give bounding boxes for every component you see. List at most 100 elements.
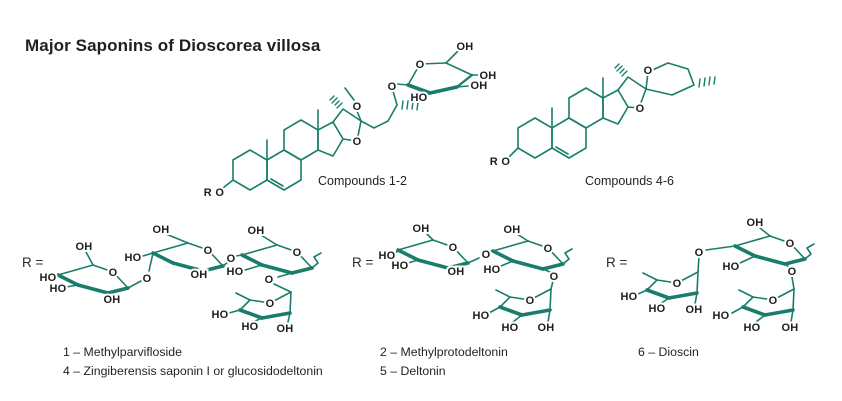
- bond: [187, 242, 209, 251]
- atom-label: O: [786, 238, 795, 250]
- bond: [659, 297, 670, 305]
- bond: [222, 179, 234, 189]
- atom-label: HO: [501, 322, 518, 334]
- atom-label: HO: [378, 250, 395, 262]
- bond: [112, 271, 129, 289]
- atom-label: OH: [746, 217, 763, 229]
- atom-label: O: [109, 267, 118, 279]
- bond: [445, 49, 460, 64]
- bond: [396, 248, 420, 262]
- bond: [270, 178, 284, 187]
- bond: [542, 268, 551, 273]
- bond: [222, 261, 229, 267]
- bond: [467, 257, 480, 264]
- bond: [56, 273, 80, 287]
- atom-label: HO: [391, 260, 408, 272]
- compound-name-6: 6 – Dioscin: [638, 345, 699, 359]
- atom-label: O: [227, 253, 236, 265]
- bond: [232, 149, 268, 191]
- bond: [697, 256, 700, 273]
- bond: [85, 251, 94, 266]
- bond: [731, 306, 744, 314]
- hash-wedge-mark: [334, 100, 340, 106]
- bond: [238, 308, 264, 320]
- bond: [240, 253, 264, 267]
- atom-label: OH: [103, 294, 120, 306]
- bond: [273, 283, 292, 293]
- compound-name-2: 2 – Methylprotodeltonin: [380, 345, 508, 359]
- bond: [602, 89, 629, 125]
- hash-wedge-mark: [329, 95, 335, 101]
- atom-label: O: [353, 136, 362, 148]
- atom-label: O: [550, 271, 559, 283]
- bond: [446, 261, 470, 270]
- atom-label: R O: [204, 187, 225, 199]
- bond: [54, 274, 59, 278]
- atom-label: O: [636, 103, 645, 115]
- bond: [646, 279, 658, 291]
- atom-label: O: [265, 274, 274, 286]
- bond: [562, 248, 573, 265]
- bond: [547, 309, 551, 323]
- hash-wedge-mark: [619, 68, 625, 74]
- compounds-4-6-label: Compounds 4-6: [585, 174, 674, 188]
- bond: [239, 299, 251, 311]
- bond: [512, 314, 523, 323]
- atom-label: HO: [743, 322, 760, 334]
- bond: [396, 83, 409, 86]
- bond: [260, 311, 292, 320]
- bond: [360, 104, 398, 129]
- bond: [517, 117, 553, 159]
- bond: [287, 312, 291, 323]
- compound-name-1: 1 – Methylparvifloside: [63, 345, 182, 359]
- atom-label: HO: [722, 261, 739, 273]
- atom-label: O: [769, 295, 778, 307]
- bond: [491, 249, 515, 263]
- bond: [667, 291, 699, 300]
- bond: [739, 255, 756, 264]
- bond: [752, 296, 774, 301]
- bond: [783, 257, 807, 266]
- bond: [527, 240, 549, 249]
- atom-label: O: [544, 243, 553, 255]
- atom-label: O: [416, 59, 425, 71]
- atom-label: OH: [503, 224, 520, 236]
- bond: [424, 92, 431, 96]
- atom-label: HO: [211, 309, 228, 321]
- bond: [738, 289, 754, 298]
- bond: [276, 244, 298, 253]
- compound-name-4: 4 – Zingiberensis saponin I or glucosido…: [63, 364, 323, 378]
- bond: [152, 242, 189, 254]
- hash-wedge-mark: [713, 76, 716, 85]
- bond: [516, 233, 529, 242]
- bond: [419, 62, 447, 65]
- atom-label: HO: [483, 264, 500, 276]
- bond: [694, 292, 698, 305]
- bond: [511, 259, 545, 271]
- bond: [235, 292, 251, 301]
- atom-label: HO: [712, 310, 729, 322]
- atom-label: HO: [410, 92, 427, 104]
- hash-wedge-mark: [416, 101, 419, 111]
- atom-label: O: [143, 273, 152, 285]
- hash-wedge-mark: [708, 76, 711, 86]
- bond: [759, 227, 771, 237]
- bond: [344, 87, 355, 101]
- bond: [742, 296, 754, 308]
- bond: [406, 83, 432, 95]
- hash-wedge-mark: [614, 63, 620, 69]
- bond: [529, 288, 552, 301]
- bond: [165, 233, 189, 244]
- bond: [656, 279, 678, 284]
- bond: [642, 272, 658, 281]
- bond: [107, 292, 112, 297]
- bond: [394, 249, 399, 255]
- hash-wedge-mark: [411, 101, 414, 110]
- bond: [741, 305, 767, 317]
- bond: [445, 62, 473, 76]
- bond: [772, 288, 795, 301]
- bond: [277, 272, 293, 278]
- atom-label: O: [526, 295, 535, 307]
- atom-label: O: [388, 81, 397, 93]
- bond: [65, 284, 79, 288]
